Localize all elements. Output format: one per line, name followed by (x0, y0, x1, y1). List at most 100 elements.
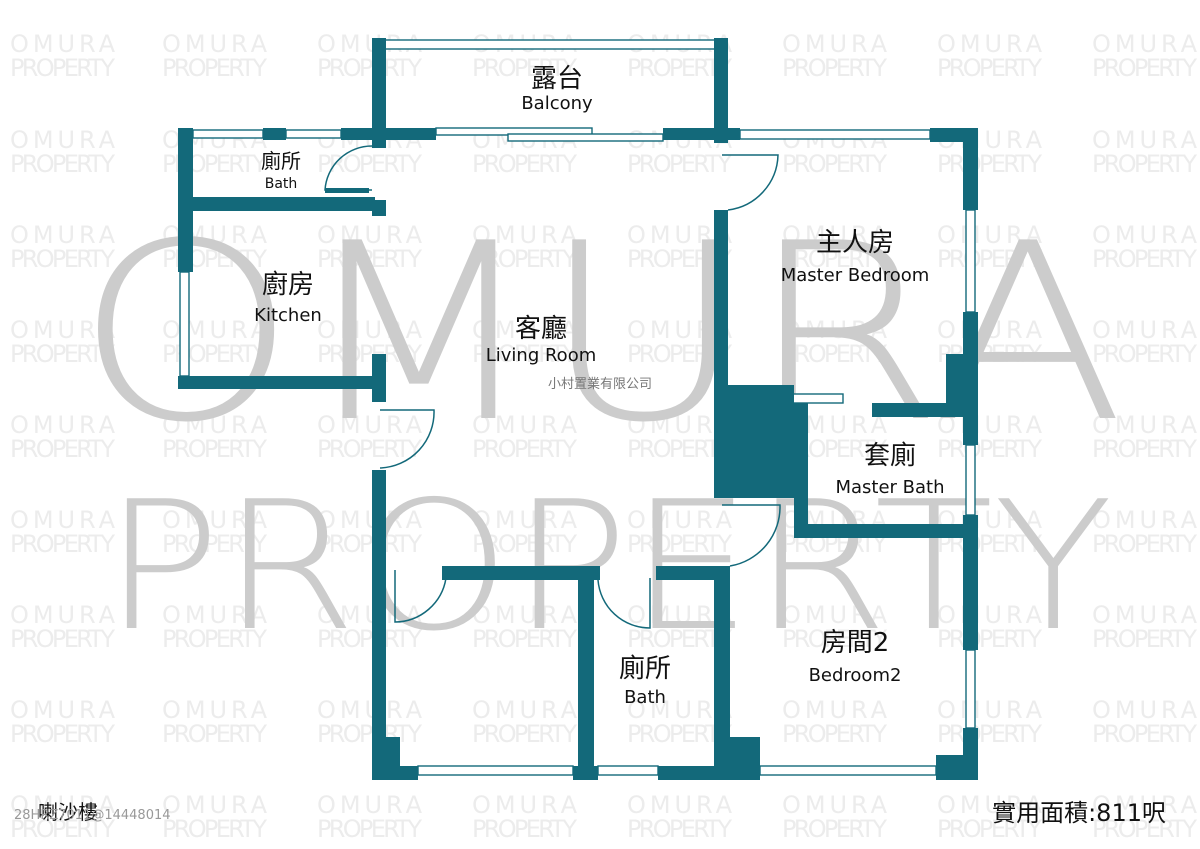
watermark-small-line2: PROPERTY (10, 150, 116, 178)
window-bath-top-2 (285, 129, 342, 139)
watermark-small-line2: PROPERTY (782, 340, 888, 368)
big-watermark: OMURA PROPERTY (75, 191, 1125, 670)
watermark-small-line2: PROPERTY (317, 720, 423, 748)
watermark-small-line2: PROPERTY (10, 245, 116, 273)
window-master-top (739, 129, 931, 140)
watermark-small-line2: PROPERTY (1092, 530, 1198, 558)
living-label-en: Living Room (486, 345, 597, 366)
kitchen-label-cn: 廚房 (262, 270, 314, 300)
watermark-small-line2: PROPERTY (472, 625, 578, 653)
big-watermark-line2: PROPERTY (103, 463, 1113, 670)
watermark-small-line2: PROPERTY (472, 340, 578, 368)
watermark-grid: OMURAPROPERTYOMURAPROPERTYOMURAPROPERTYO… (10, 30, 1198, 843)
watermark-small-line2: PROPERTY (782, 245, 888, 273)
watermark-small-line2: PROPERTY (162, 150, 268, 178)
saleable-area: 實用面積:811呎 (992, 799, 1166, 827)
watermark-small-line2: PROPERTY (937, 54, 1043, 82)
walls (178, 38, 978, 780)
company-label: 小村置業有限公司 (548, 376, 652, 392)
watermark-small-line2: PROPERTY (1092, 150, 1198, 178)
watermark-small-line2: PROPERTY (472, 245, 578, 273)
window-master-bath-right (965, 444, 976, 516)
window-master-right (965, 209, 976, 313)
window-balcony-sliding-2 (507, 133, 664, 142)
master-bath-label-en: Master Bath (835, 477, 944, 498)
kitchen-label-en: Kitchen (254, 305, 322, 326)
watermark-small-line2: PROPERTY (782, 54, 888, 82)
window-bath-top-1 (192, 129, 264, 139)
watermark-small-line2: PROPERTY (10, 435, 116, 463)
watermark-small-line2: PROPERTY (1092, 625, 1198, 653)
watermark-small-line2: PROPERTY (317, 54, 423, 82)
watermark-small-line2: PROPERTY (627, 150, 733, 178)
door-master-bedroom (722, 154, 779, 211)
watermark-small-line2: PROPERTY (937, 150, 1043, 178)
watermark-small-line2: PROPERTY (782, 815, 888, 843)
watermark-small-line2: PROPERTY (937, 625, 1043, 653)
watermark-small-line2: PROPERTY (162, 720, 268, 748)
watermark-small-line2: PROPERTY (782, 150, 888, 178)
watermark-small-line2: PROPERTY (317, 245, 423, 273)
bath-bottom-label-cn: 廁所 (619, 654, 671, 684)
door-master-bath (722, 504, 781, 567)
room-labels: 露台 Balcony 廁所 Bath 廚房 Kitchen 客廳 Living … (254, 64, 944, 708)
bedroom2-label-cn: 房間2 (821, 628, 890, 658)
watermark-small-line2: PROPERTY (782, 720, 888, 748)
master-bedroom-label-cn: 主人房 (816, 228, 894, 258)
bath-bottom-label-en: Bath (624, 687, 666, 708)
watermark-small-line2: PROPERTY (937, 435, 1043, 463)
watermark-small-line2: PROPERTY (162, 435, 268, 463)
door-bath-top (324, 145, 373, 191)
balcony-label-en: Balcony (521, 93, 593, 114)
doors (324, 145, 781, 629)
door-lower-left (394, 570, 447, 623)
watermark-small-line2: PROPERTY (1092, 245, 1198, 273)
watermark-small-line2: PROPERTY (937, 245, 1043, 273)
watermark-small-line2: PROPERTY (1092, 340, 1198, 368)
master-bath-label-cn: 套廁 (864, 441, 916, 471)
big-watermark-line1: OMURA (75, 191, 1125, 476)
watermark-small-line2: PROPERTY (10, 340, 116, 368)
watermark-small-line2: PROPERTY (937, 720, 1043, 748)
watermark-small-line2: PROPERTY (472, 435, 578, 463)
watermark-small-line2: PROPERTY (162, 54, 268, 82)
window-kitchen-left (179, 271, 190, 377)
window-bottom-bedroom2 (759, 765, 937, 776)
bath-top-label-en: Bath (265, 176, 298, 192)
watermark-small-line2: PROPERTY (317, 625, 423, 653)
watermark-small-line2: PROPERTY (317, 435, 423, 463)
window-bedroom2-right (965, 649, 976, 729)
watermark-small-line2: PROPERTY (162, 815, 268, 843)
watermark-small-line2: PROPERTY (627, 815, 733, 843)
door-living-left (379, 409, 435, 469)
master-bedroom-label-en: Master Bedroom (781, 265, 930, 286)
watermark-small-line2: PROPERTY (472, 815, 578, 843)
watermark-small-line2: PROPERTY (317, 815, 423, 843)
watermark-small-line2: PROPERTY (10, 815, 116, 843)
living-label-cn: 客廳 (515, 314, 567, 344)
watermark-small-line2: PROPERTY (627, 530, 733, 558)
watermark-small-line2: PROPERTY (162, 625, 268, 653)
window-bottom-bath (597, 765, 659, 776)
balcony-label-cn: 露台 (531, 64, 583, 94)
watermark-small-line2: PROPERTY (1092, 815, 1198, 843)
watermark-small-line2: PROPERTY (1092, 54, 1198, 82)
windows (179, 39, 976, 776)
watermark-small-line2: PROPERTY (317, 530, 423, 558)
watermark-small-line2: PROPERTY (472, 54, 578, 82)
watermark-small-line2: PROPERTY (472, 530, 578, 558)
watermark-small-line2: PROPERTY (10, 720, 116, 748)
watermark-small-line2: PROPERTY (162, 530, 268, 558)
window-balcony-top (384, 39, 716, 50)
watermark-small-line2: PROPERTY (10, 625, 116, 653)
watermark-small-line2: PROPERTY (10, 530, 116, 558)
watermark-small-line2: PROPERTY (782, 625, 888, 653)
watermark-small-line2: PROPERTY (472, 720, 578, 748)
watermark-small-line2: PROPERTY (317, 340, 423, 368)
door-bath-bottom (597, 578, 651, 629)
bath-top-label-cn: 廁所 (261, 149, 301, 173)
window-bottom-left (417, 765, 574, 776)
reference-code: 28HRZ7011@14448014 (14, 808, 171, 823)
bedroom2-label-en: Bedroom2 (809, 665, 902, 686)
